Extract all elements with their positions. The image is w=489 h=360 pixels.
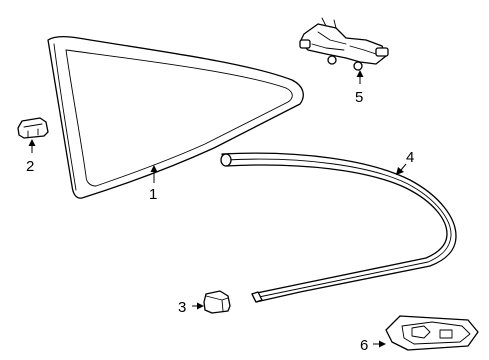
leader-arrow-4 xyxy=(396,167,404,175)
glass-edge-strip xyxy=(53,43,77,191)
clip-body xyxy=(17,117,49,139)
seal-end-cap xyxy=(220,153,232,167)
callout-label-2: 2 xyxy=(26,158,34,175)
callout-label-4: 4 xyxy=(406,149,414,166)
callout-label-5: 5 xyxy=(355,89,363,106)
bracket-clip-top xyxy=(321,17,337,29)
bracket-stud-1 xyxy=(327,55,337,65)
leader-arrow-2 xyxy=(28,139,36,146)
callout-label-3: 3 xyxy=(178,299,186,316)
glass-inner-frame xyxy=(65,49,293,187)
bracket-stud-2 xyxy=(353,61,363,71)
seal-outer-edge xyxy=(221,152,457,303)
retainer-detail xyxy=(205,295,229,312)
clip-slot xyxy=(23,123,43,138)
bracket-ribs xyxy=(311,31,377,55)
callout-1: 1 xyxy=(149,165,158,203)
leader-arrow-6 xyxy=(379,340,386,348)
leader-arrow-1 xyxy=(150,165,158,172)
callout-2: 2 xyxy=(26,139,36,175)
part-4-weatherstrip[interactable] xyxy=(220,152,457,303)
plate-body xyxy=(385,315,479,351)
part-2-clip[interactable] xyxy=(17,117,49,139)
callout-6: 6 xyxy=(360,337,386,354)
callout-5: 5 xyxy=(355,70,364,106)
retainer-body xyxy=(203,290,231,314)
part-6-mounting-plate[interactable] xyxy=(385,315,479,351)
callout-label-6: 6 xyxy=(360,337,368,354)
seal-tail-end xyxy=(251,291,263,303)
plate-raised-section xyxy=(401,321,471,345)
seal-inner-groove xyxy=(225,158,452,299)
part-5-bracket-assembly[interactable] xyxy=(299,17,389,71)
leader-line-4 xyxy=(400,163,407,171)
callout-4: 4 xyxy=(396,149,414,175)
part-3-retainer[interactable] xyxy=(203,290,231,314)
bracket-tab-right xyxy=(375,47,389,57)
callout-label-1: 1 xyxy=(149,186,157,203)
glass-outer-frame xyxy=(47,36,304,199)
callout-3: 3 xyxy=(178,299,204,316)
part-1-quarter-glass[interactable] xyxy=(47,36,304,199)
plate-cutout xyxy=(411,325,453,339)
leader-arrow-5 xyxy=(356,70,364,77)
bracket-tab-left xyxy=(299,39,311,49)
leader-arrow-3 xyxy=(197,302,204,310)
